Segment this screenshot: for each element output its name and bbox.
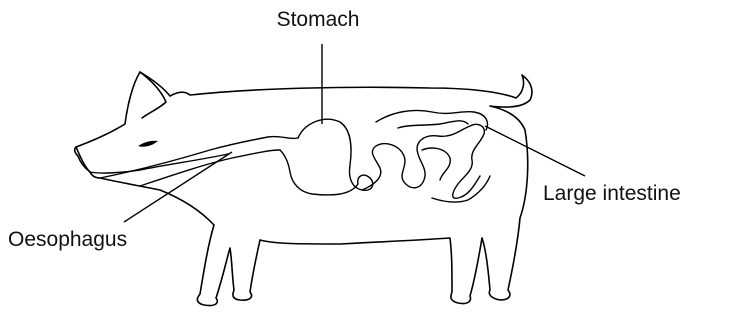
oesophagus-tube-lower — [140, 150, 280, 186]
pig-mouth — [90, 154, 228, 173]
oesophagus-tube — [100, 137, 298, 178]
pig-eye — [138, 141, 158, 147]
pig-ear — [140, 72, 166, 118]
pig-snout — [76, 147, 90, 172]
stomach-label: Stomach — [277, 8, 360, 31]
intestine-coils — [362, 124, 484, 198]
pig-body-outline — [75, 72, 532, 306]
oesophagus-label: Oesophagus — [8, 228, 127, 251]
stomach-organ — [280, 119, 373, 195]
large-intestine-label: Large intestine — [543, 182, 681, 205]
large-intestine-leader-line — [485, 126, 585, 176]
